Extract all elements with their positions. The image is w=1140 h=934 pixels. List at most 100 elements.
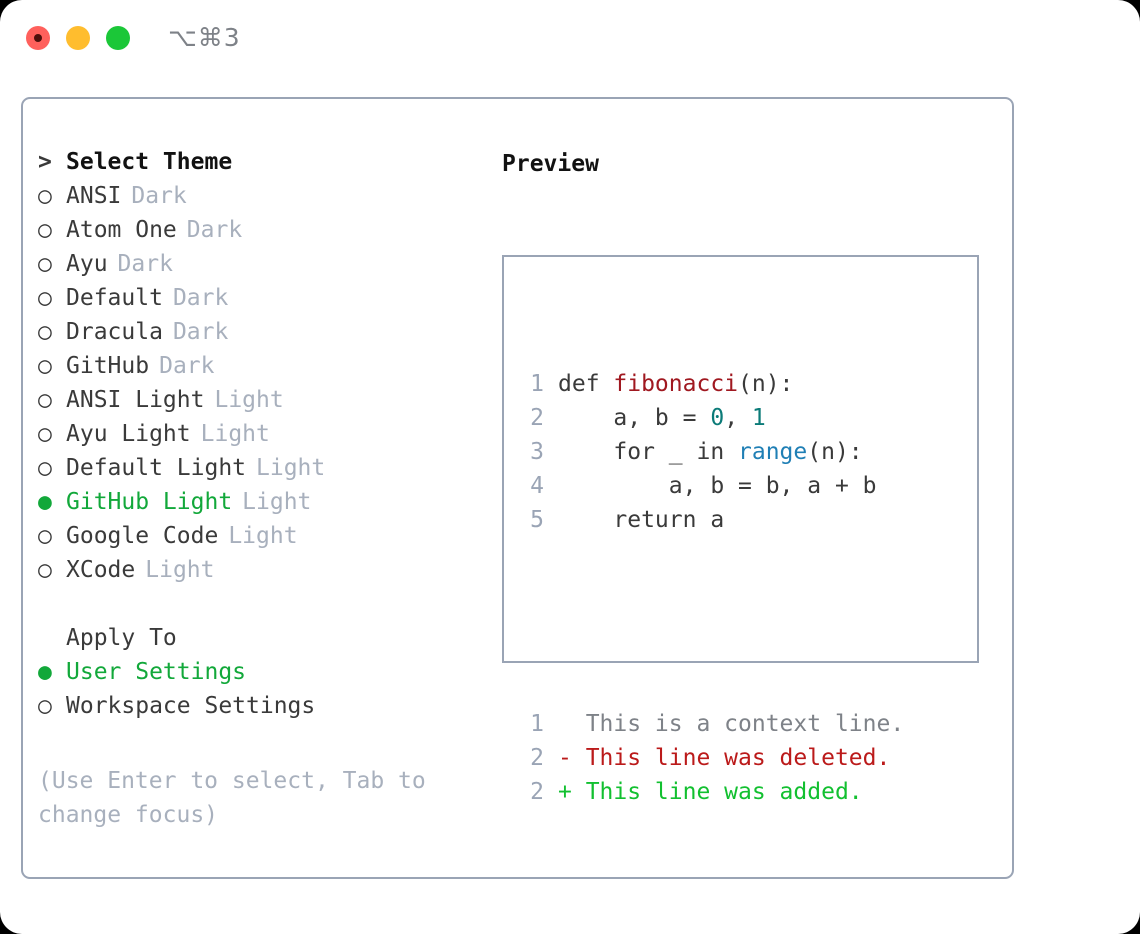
theme-variant-tag: Light xyxy=(242,489,312,515)
token-plain: def xyxy=(558,371,614,397)
theme-option-google-code[interactable]: ○ Google Code Light xyxy=(38,523,498,557)
line-number: 2 xyxy=(530,745,544,771)
theme-option-label: Ayu xyxy=(66,251,108,277)
token-plain: return a xyxy=(558,507,725,533)
theme-variant-tag: Dark xyxy=(172,285,229,311)
radio-unselected-icon: ○ xyxy=(38,455,52,481)
radio-unselected-icon: ○ xyxy=(38,421,52,447)
theme-option-label: ANSI Light xyxy=(66,387,205,413)
theme-variant-tag: Light xyxy=(256,455,326,481)
token-plain: for _ in xyxy=(558,439,739,465)
theme-option-label: Default xyxy=(66,285,163,311)
apply-to-option-workspace-settings[interactable]: ○Workspace Settings xyxy=(38,693,498,727)
theme-variant-tag: Light xyxy=(145,557,215,583)
line-number: 2 xyxy=(530,405,544,431)
radio-unselected-icon: ○ xyxy=(38,523,52,549)
keyboard-shortcut-label: ⌥⌘3 xyxy=(168,23,241,52)
apply-to-option-user-settings[interactable]: ● User Settings xyxy=(38,659,498,693)
theme-option-label: GitHub Light xyxy=(66,489,233,515)
apply-to-option-list: ● User Settings ○Workspace Settings xyxy=(38,659,498,727)
radio-selected-icon: ● xyxy=(38,659,52,685)
apply-to-option-label: User Settings xyxy=(66,659,247,685)
theme-variant-tag: Light xyxy=(214,387,284,413)
theme-option-xcode[interactable]: ○ XCode Light xyxy=(38,557,498,591)
theme-option-label: Google Code xyxy=(66,523,219,549)
theme-option-label: Ayu Light xyxy=(66,421,191,447)
theme-option-dracula[interactable]: ○ Dracula Dark xyxy=(38,319,498,353)
traffic-light-group xyxy=(26,26,130,50)
radio-unselected-icon: ○ xyxy=(38,251,52,277)
code-line: 4 a, b = b, a + b xyxy=(520,469,904,503)
theme-option-ayu[interactable]: ○ Ayu Dark xyxy=(38,251,498,285)
token-del: - This line was deleted. xyxy=(558,745,891,771)
theme-variant-tag: Dark xyxy=(172,319,229,345)
line-number: 1 xyxy=(530,711,544,737)
keyboard-hint-text: (Use Enter to select, Tab to change focu… xyxy=(38,768,426,828)
line-content: This is a context line. xyxy=(558,707,905,741)
theme-option-label: Dracula xyxy=(66,319,163,345)
token-plain: , xyxy=(724,405,752,431)
diff-block: 1 This is a context line. 2 - This line wa… xyxy=(520,707,904,809)
token-num: 1 xyxy=(751,405,766,431)
line-content: def fibonacci(n): xyxy=(558,367,793,401)
line-content: a, b = b, a + b xyxy=(558,469,877,503)
apply-to-indent-spacer: ○ xyxy=(38,627,66,650)
token-fn: fibonacci xyxy=(613,371,739,397)
line-content: + This line was added. xyxy=(558,775,863,809)
code-diff-separator xyxy=(520,605,904,639)
prompt-caret-icon: > xyxy=(38,149,52,175)
close-button[interactable] xyxy=(26,26,50,50)
theme-variant-tag: Dark xyxy=(117,251,173,277)
list-spacer xyxy=(38,591,498,625)
theme-variant-tag: Dark xyxy=(186,217,243,243)
select-theme-header: > Select Theme xyxy=(38,149,498,183)
theme-option-label: XCode xyxy=(66,557,136,583)
diff-line: 2 + This line was added. xyxy=(520,775,904,809)
apply-to-title: Apply To xyxy=(66,625,177,651)
maximize-button[interactable] xyxy=(106,26,130,50)
theme-option-label: GitHub xyxy=(66,353,150,379)
theme-option-github-light[interactable]: ● GitHub Light Light xyxy=(38,489,498,523)
theme-option-label: Default Light xyxy=(66,455,247,481)
theme-variant-tag: Dark xyxy=(131,183,187,209)
line-number: 5 xyxy=(530,507,544,533)
radio-selected-icon: ● xyxy=(38,489,52,515)
token-ctx: This is a context line. xyxy=(558,711,905,737)
radio-unselected-icon: ○ xyxy=(38,319,52,345)
line-number: 4 xyxy=(530,473,544,499)
token-plain: (n): xyxy=(807,439,863,465)
line-content: - This line was deleted. xyxy=(558,741,890,775)
line-number: 2 xyxy=(530,779,544,805)
line-content: a, b = 0, 1 xyxy=(558,401,766,435)
token-plain: (n): xyxy=(738,371,794,397)
token-add: + This line was added. xyxy=(558,779,863,805)
radio-unselected-icon: ○ xyxy=(38,217,52,243)
code-line: 1 def fibonacci(n): xyxy=(520,367,904,401)
diff-line: 1 This is a context line. xyxy=(520,707,904,741)
theme-option-default-light[interactable]: ○ Default Light Light xyxy=(38,455,498,489)
minimize-button[interactable] xyxy=(66,26,90,50)
code-line: 3 for _ in range(n): xyxy=(520,435,904,469)
title-bar: ⌥⌘3 xyxy=(0,0,1140,78)
preview-title: Preview xyxy=(502,151,599,177)
line-number: 1 xyxy=(530,371,544,397)
theme-variant-tag: Dark xyxy=(159,353,215,379)
line-number: 3 xyxy=(530,439,544,465)
token-call: range xyxy=(738,439,808,465)
theme-variant-tag: Light xyxy=(228,523,298,549)
radio-unselected-icon: ○ xyxy=(38,557,52,583)
